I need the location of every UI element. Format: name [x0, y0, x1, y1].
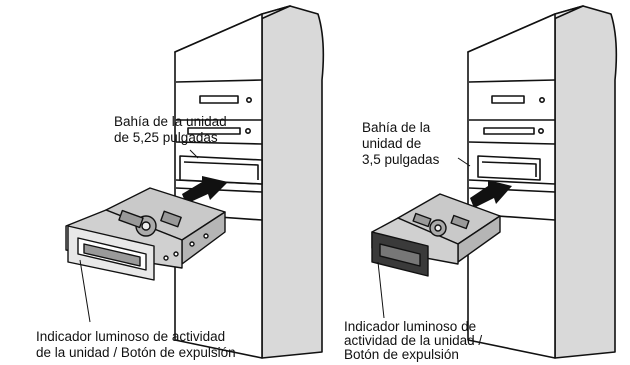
left-525-drive — [65, 187, 226, 281]
left-insert-arrow — [182, 176, 228, 204]
right-35-drive — [371, 193, 501, 277]
left-bay-label-line1: Bahía de la unidad — [114, 114, 227, 129]
left-indicator-label-line2: de la unidad / Botón de expulsión — [36, 345, 236, 360]
left-bay-label-line2: de 5,25 pulgadas — [114, 130, 218, 145]
left-tower-side-panel — [261, 5, 325, 359]
left-pointer-lines — [79, 149, 199, 323]
right-bay-label-line3: 3,5 pulgadas — [362, 152, 440, 167]
right-pointer-lines — [377, 157, 471, 319]
left-computer-tower — [174, 5, 325, 359]
left-empty-bay — [179, 155, 263, 185]
right-bay-label-line1: Bahía de la — [362, 120, 431, 135]
left-indicator-label-line1: Indicador luminoso de actividad — [36, 329, 226, 344]
right-indicator-label-line3: Botón de expulsión — [344, 347, 459, 362]
right-tower-side-panel — [554, 5, 618, 359]
right-empty-bay — [477, 155, 541, 181]
right-indicator-label-line2: actividad de la unidad / — [344, 333, 483, 348]
right-insert-arrow — [470, 180, 512, 208]
right-bay-label-line2: unidad de — [362, 136, 422, 151]
right-indicator-label-line1: Indicador luminoso de — [344, 319, 477, 334]
